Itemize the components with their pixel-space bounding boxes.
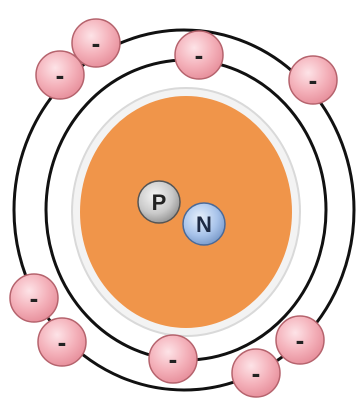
electron-sign: - (309, 65, 318, 95)
electron: - (175, 31, 223, 79)
electron: - (289, 56, 337, 104)
neutron: N (183, 203, 225, 245)
electron-sign: - (169, 344, 178, 374)
electron: - (36, 51, 84, 99)
electron-sign: - (92, 28, 101, 58)
electron-sign: - (58, 327, 67, 357)
electron-sign: - (56, 60, 65, 90)
electron: - (149, 335, 197, 383)
electron: - (10, 274, 58, 322)
electron-sign: - (30, 283, 39, 313)
electron-sign: - (195, 40, 204, 70)
proton: P (138, 181, 180, 223)
electron-sign: - (252, 358, 261, 388)
electron-sign: - (296, 325, 305, 355)
electron: - (276, 316, 324, 364)
electron: - (38, 318, 86, 366)
electron: - (232, 349, 280, 397)
proton-label: P (152, 190, 167, 215)
neutron-label: N (196, 212, 212, 237)
